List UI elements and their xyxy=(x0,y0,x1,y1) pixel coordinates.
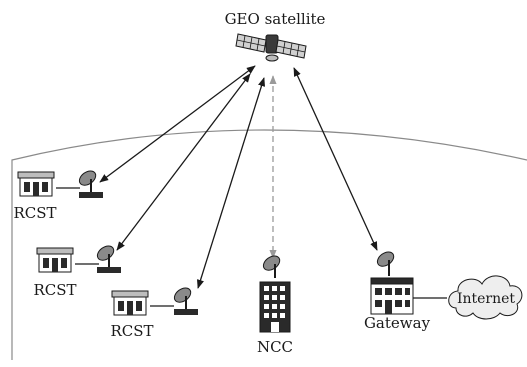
gateway-label: Gateway xyxy=(364,314,431,332)
gateway-dish-icon xyxy=(376,251,395,276)
rcst-3-label: RCST xyxy=(110,322,153,340)
rcst-1-building-icon xyxy=(17,171,55,197)
rcst-2-label: RCST xyxy=(33,281,76,299)
rcst-1-label: RCST xyxy=(13,204,56,222)
geo-satellite-icon xyxy=(235,33,307,62)
gateway-building-icon xyxy=(370,277,414,315)
link-gateway xyxy=(293,67,378,251)
link-rcst-2 xyxy=(116,73,251,251)
internet-cloud-icon xyxy=(448,275,523,320)
internet-label: Internet xyxy=(457,291,515,307)
rcst-3-building-icon xyxy=(111,290,149,316)
satellite-label: GEO satellite xyxy=(225,10,326,28)
link-rcst-1 xyxy=(99,65,256,183)
rcst-2-dish-icon xyxy=(96,245,121,273)
ncc-dish-icon xyxy=(262,255,281,278)
rcst-2-building-icon xyxy=(36,247,74,273)
ncc-label: NCC xyxy=(257,338,293,356)
link-rcst-3 xyxy=(196,77,266,289)
rcst-1-dish-icon xyxy=(78,170,103,198)
ncc-building-icon xyxy=(259,281,291,333)
rcst-3-dish-icon xyxy=(173,287,198,315)
